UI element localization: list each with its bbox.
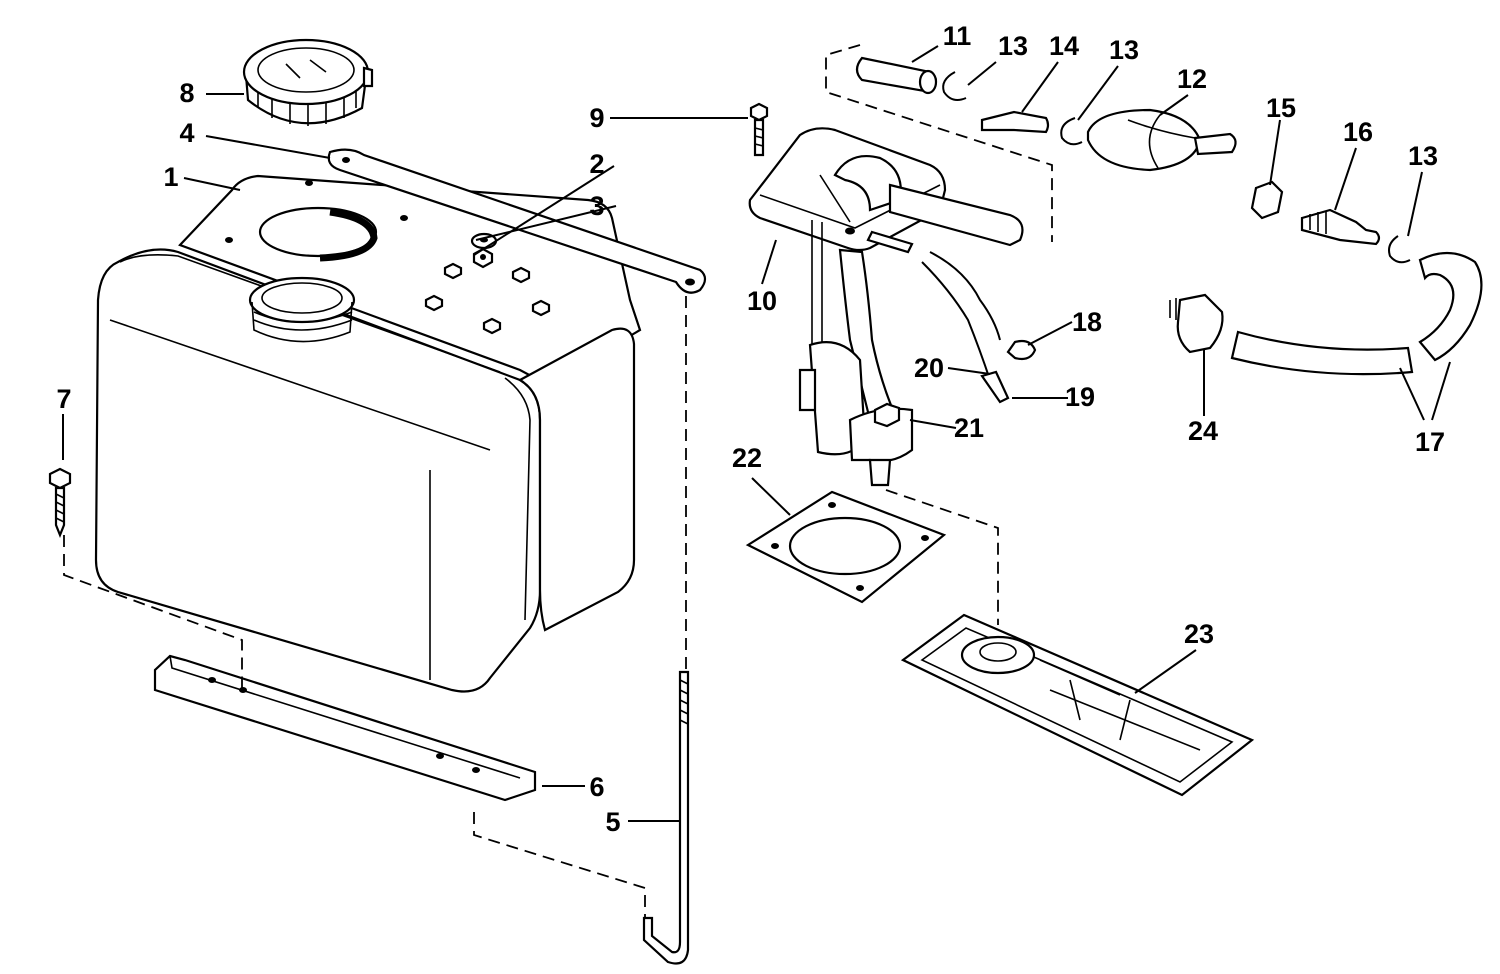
callout-9: 9 — [589, 103, 604, 133]
callout-6: 6 — [589, 772, 604, 802]
callout-4: 4 — [179, 118, 194, 148]
gauge-plate — [900, 613, 1255, 797]
callout-11: 11 — [943, 21, 972, 51]
callout-13-a: 13 — [998, 31, 1028, 61]
callout-22: 22 — [732, 443, 762, 473]
ground-wires — [921, 251, 1037, 404]
gasket — [745, 490, 947, 604]
callout-20: 20 — [914, 353, 944, 383]
fuel-tank — [94, 174, 642, 693]
callout-13-b: 13 — [1109, 35, 1139, 65]
callout-23: 23 — [1184, 619, 1214, 649]
assembly-lines — [63, 44, 1053, 918]
callout-2: 2 — [589, 149, 604, 179]
callout-5: 5 — [605, 807, 620, 837]
fuel-line-parts — [855, 56, 1483, 376]
wood-screw — [48, 467, 72, 538]
callout-7: 7 — [56, 384, 71, 414]
hold-down-strap — [327, 148, 707, 294]
callout-21: 21 — [954, 413, 984, 443]
fuel-pickup-assembly — [748, 127, 1024, 487]
callout-10: 10 — [747, 286, 777, 316]
fuel-cap — [242, 38, 374, 126]
callout-17: 17 — [1415, 427, 1445, 457]
callout-3: 3 — [589, 191, 604, 221]
callout-13-c: 13 — [1408, 141, 1438, 171]
callout-15: 15 — [1266, 93, 1296, 123]
tie-rod — [642, 670, 690, 965]
callout-19: 19 — [1065, 382, 1095, 412]
mounting-bracket — [153, 654, 537, 802]
callout-labels: 1 2 3 4 5 6 7 8 9 10 11 12 13 13 13 14 1… — [56, 21, 1445, 837]
callout-24: 24 — [1188, 416, 1218, 446]
leader-lines — [62, 45, 1451, 822]
callout-12: 12 — [1177, 64, 1207, 94]
callout-1: 1 — [163, 162, 178, 192]
callout-18: 18 — [1072, 307, 1102, 337]
callout-16: 16 — [1343, 117, 1373, 147]
callout-8: 8 — [179, 78, 194, 108]
callout-14: 14 — [1049, 31, 1079, 61]
